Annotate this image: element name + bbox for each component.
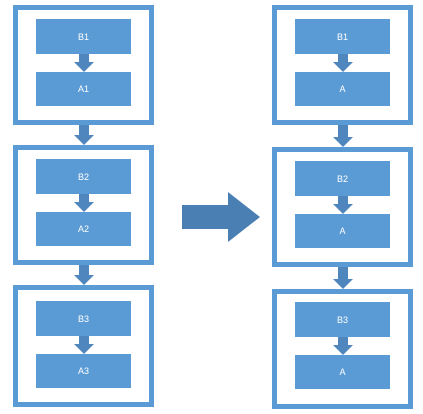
left-group-1-bottom-box: A1 — [36, 72, 131, 106]
left-group-1-inner-arrow — [74, 54, 94, 72]
right-group-1-inner-arrow — [333, 54, 353, 72]
transform-arrow-icon — [182, 192, 260, 242]
right-group-1-top-box: B1 — [295, 19, 390, 54]
right-group-3-top-box: B3 — [295, 302, 390, 337]
left-group-3-bottom-box: A3 — [36, 354, 131, 388]
left-connector-arrow-2 — [74, 265, 94, 285]
left-group-2-inner-arrow — [74, 194, 94, 212]
right-group-1-bottom-box: A — [295, 72, 390, 106]
left-group-2-bottom-box: A2 — [36, 212, 131, 246]
right-group-2-inner-arrow — [333, 196, 353, 214]
left-group-3-top-box: B3 — [36, 301, 131, 336]
right-connector-arrow-2 — [333, 267, 353, 289]
right-connector-arrow-1 — [333, 125, 353, 147]
left-group-1-top-box: B1 — [36, 19, 131, 54]
right-group-2-bottom-box: A — [295, 214, 390, 248]
left-group-2-top-box: B2 — [36, 159, 131, 194]
right-group-3-inner-arrow — [333, 337, 353, 355]
left-connector-arrow-1 — [74, 125, 94, 145]
left-group-3-inner-arrow — [74, 336, 94, 354]
right-group-3-bottom-box: A — [295, 355, 390, 389]
right-group-2-top-box: B2 — [295, 161, 390, 196]
